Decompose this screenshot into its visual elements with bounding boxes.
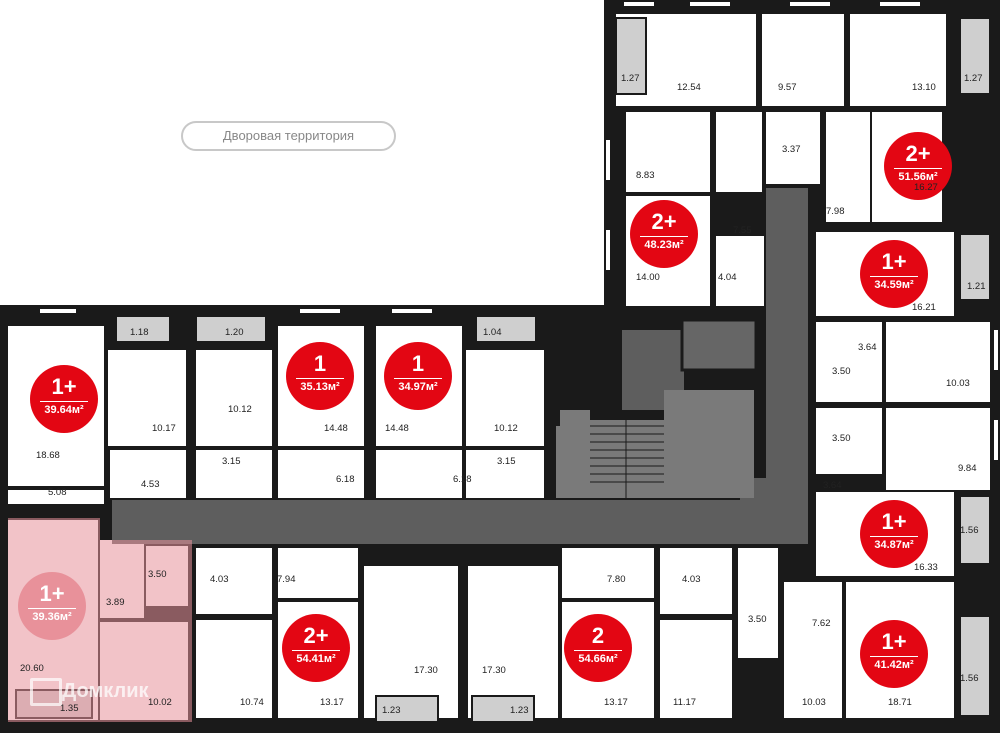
apartment-badge[interactable]: 2+ 54.41м² — [282, 614, 350, 682]
apartment-area: 39.64м² — [44, 404, 84, 416]
room-area: 1.18 — [130, 327, 149, 338]
room-area: 1.23 — [510, 705, 529, 716]
watermark: Домклик — [62, 680, 149, 702]
apartment-badge[interactable]: 1 34.97м² — [384, 342, 452, 410]
room-area: 3.50 — [832, 366, 851, 377]
room-area: 1.23 — [382, 705, 401, 716]
room-area: 18.68 — [36, 450, 60, 461]
room-area: 10.74 — [240, 697, 264, 708]
room-area: 9.84 — [958, 463, 977, 474]
room-area: 1.27 — [621, 73, 640, 84]
apartment-area: 54.66м² — [578, 653, 618, 665]
apartment-badge[interactable]: 2+ 48.23м² — [630, 200, 698, 268]
room-area: 7.55 — [733, 225, 752, 236]
room-area: 5.08 — [48, 487, 67, 498]
corridors — [112, 188, 808, 544]
apartment-type: 1+ — [881, 629, 907, 654]
apartment-type: 2+ — [651, 209, 677, 234]
selected-apartment-highlight[interactable] — [8, 518, 192, 722]
room-area: 13.10 — [912, 82, 936, 93]
apartment-badge[interactable]: 1+ 41.42м² — [860, 620, 928, 688]
apartment-type: 2+ — [303, 623, 329, 648]
room-area: 3.50 — [148, 569, 167, 580]
apartment-area: 48.23м² — [644, 239, 684, 251]
room-area: 1.56 — [960, 673, 979, 684]
room-area: 6.18 — [336, 474, 355, 485]
apartment-area: 34.59м² — [874, 279, 914, 291]
room-area: 9.57 — [778, 82, 797, 93]
apartment-type: 1+ — [39, 581, 65, 606]
room-area: 10.02 — [148, 697, 172, 708]
apartment-badge[interactable]: 2+ 51.56м² — [884, 132, 952, 200]
room-area: 3.50 — [748, 614, 767, 625]
room-area: 7.94 — [277, 574, 296, 585]
apartment-area: 41.42м² — [874, 659, 914, 671]
room-area: 3.15 — [222, 456, 241, 467]
room-area: 1.04 — [483, 327, 502, 338]
room-area: 1.21 — [967, 281, 986, 292]
apartment-badge[interactable]: 1+ 39.64м² — [30, 365, 98, 433]
room-area: 3.64 — [858, 342, 877, 353]
room-area: 4.53 — [141, 479, 160, 490]
room-area: 7.62 — [812, 618, 831, 629]
apartment-badge[interactable]: 1+ 34.59м² — [860, 240, 928, 308]
room-area: 11.17 — [673, 697, 697, 708]
room-area: 12.54 — [677, 82, 701, 93]
room-area: 8.83 — [636, 170, 655, 181]
room-area: 14.00 — [636, 272, 660, 283]
room-area: 16.21 — [912, 302, 936, 313]
windows — [40, 2, 998, 460]
apartment-area: 34.87м² — [874, 539, 914, 551]
room-area: 18.71 — [888, 697, 912, 708]
apartment-area: 39.36м² — [32, 611, 72, 623]
apartment-badge[interactable]: 1 35.13м² — [286, 342, 354, 410]
apartment-type: 1+ — [881, 249, 907, 274]
apartment-type: 1 — [411, 351, 425, 376]
room-area: 16.27 — [914, 182, 938, 193]
courtyard-label: Дворовая территория — [181, 121, 396, 151]
room-area: 13.17 — [604, 697, 628, 708]
room-area: 10.03 — [946, 378, 970, 389]
apartment-badge-selected[interactable]: 1+ 39.36м² — [18, 572, 86, 640]
apartment-type: 1+ — [51, 374, 77, 399]
room-area: 1.27 — [964, 73, 983, 84]
room-area: 4.03 — [210, 574, 229, 585]
apartment-type: 2+ — [905, 141, 931, 166]
apartment-badge[interactable]: 1+ 34.87м² — [860, 500, 928, 568]
room-area: 1.56 — [960, 525, 979, 536]
room-area: 7.98 — [826, 206, 845, 217]
room-area: 17.30 — [482, 665, 506, 676]
apartment-type: 1+ — [881, 509, 907, 534]
room-area: 16.33 — [914, 562, 938, 573]
room-area: 13.17 — [320, 697, 344, 708]
apartment-badge[interactable]: 2 54.66м² — [564, 614, 632, 682]
apartment-area: 54.41м² — [296, 653, 336, 665]
room-area: 7.80 — [607, 574, 626, 585]
room-area: 6.18 — [453, 474, 472, 485]
room-area: 3.89 — [106, 597, 125, 608]
room-area: 1.35 — [60, 703, 79, 714]
room-area: 14.48 — [324, 423, 348, 434]
watermark-logo-icon — [30, 678, 62, 706]
room-area: 3.15 — [497, 456, 516, 467]
room-area: 1.20 — [225, 327, 244, 338]
apartment-area: 51.56м² — [898, 171, 938, 183]
room-area: 4.04 — [718, 272, 737, 283]
room-area: 3.37 — [782, 144, 801, 155]
apartment-type: 1 — [313, 351, 327, 376]
room-area: 10.12 — [494, 423, 518, 434]
room-area: 20.60 — [20, 663, 44, 674]
apartment-area: 34.97м² — [398, 381, 438, 393]
room-area: 4.03 — [682, 574, 701, 585]
apartment-type: 2 — [591, 623, 605, 648]
apartment-area: 35.13м² — [300, 381, 340, 393]
room-area: 17.30 — [414, 665, 438, 676]
room-area: 10.03 — [802, 697, 826, 708]
stairwell — [556, 318, 758, 498]
room-area: 10.17 — [152, 423, 176, 434]
room-area: 14.48 — [385, 423, 409, 434]
room-area: 3.64 — [823, 480, 842, 491]
room-area: 3.50 — [832, 433, 851, 444]
room-area: 10.12 — [228, 404, 252, 415]
